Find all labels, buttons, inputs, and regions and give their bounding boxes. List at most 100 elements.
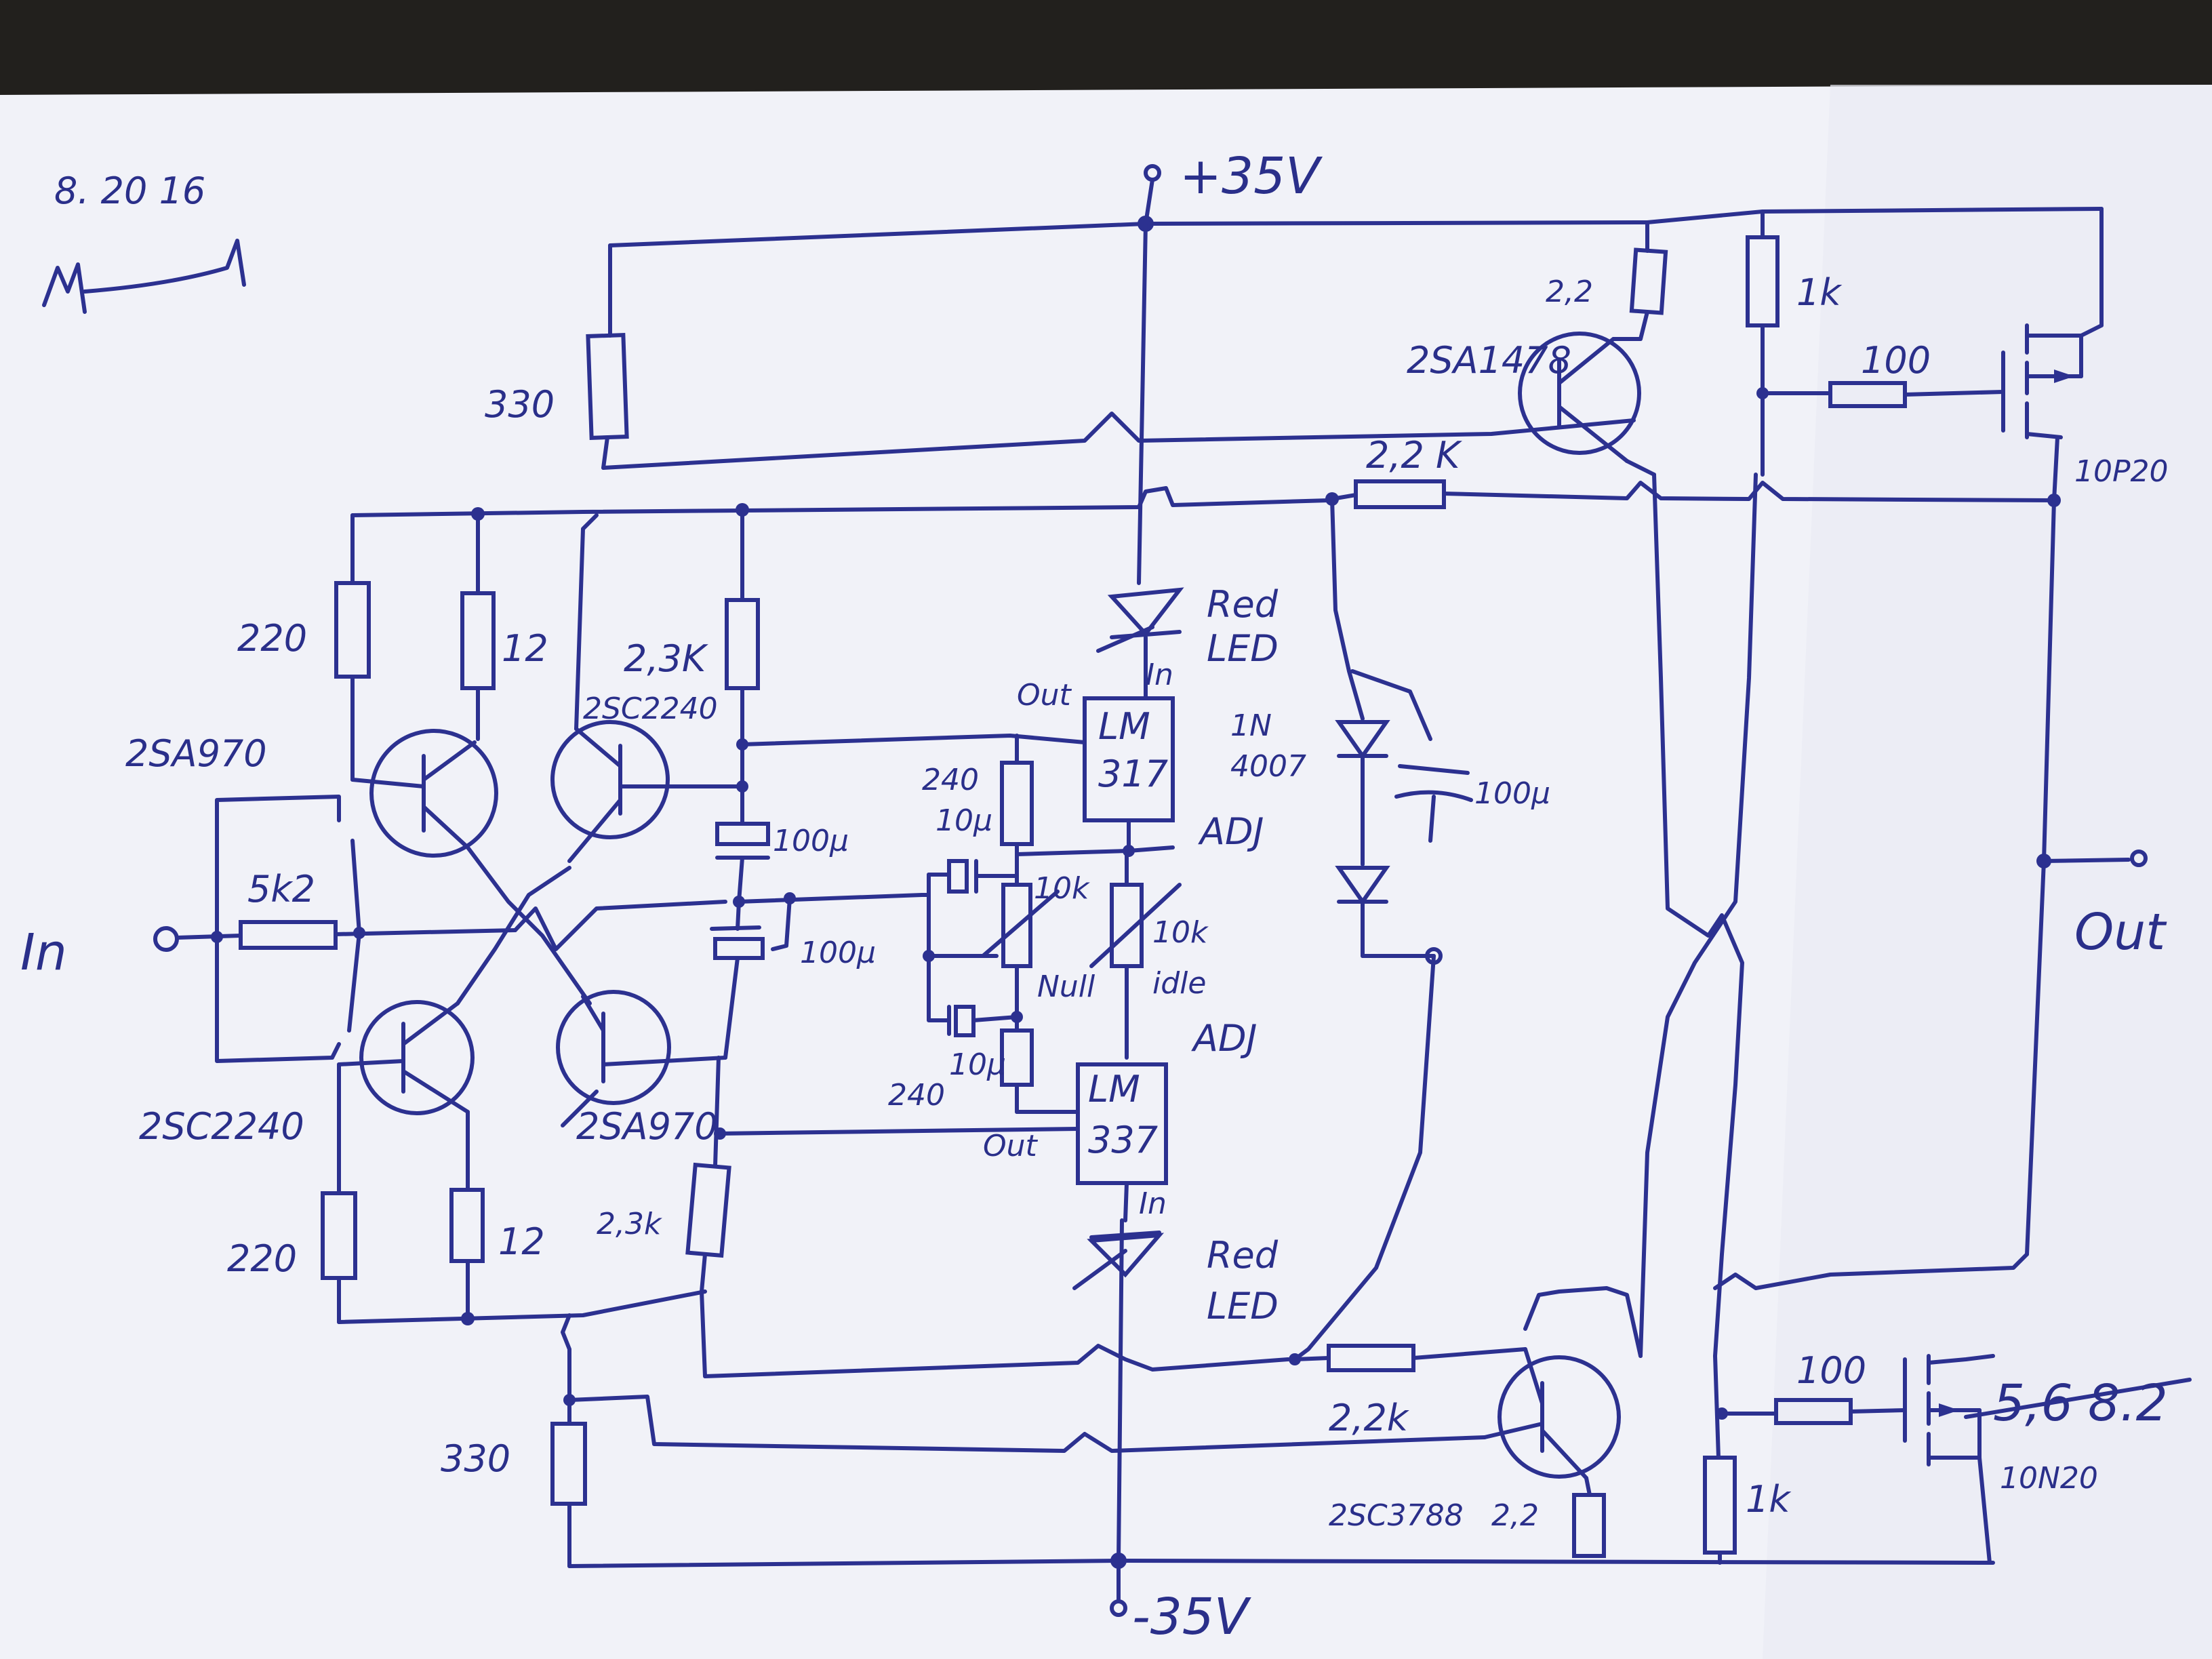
label-100u-b: 100µ <box>800 936 876 970</box>
capacitor-100u-c <box>1350 669 1473 843</box>
diode-string <box>1293 497 1443 1361</box>
capacitor-100u-a <box>715 822 770 904</box>
resistor-240-bottom <box>1000 1015 1080 1114</box>
label-2k3-bottom: 2,3k <box>597 1207 662 1241</box>
transistor-2sa1478 <box>1518 310 1656 477</box>
negative-rail-label: -35V <box>1132 1588 1251 1646</box>
capacitor-10u-a <box>927 859 1019 894</box>
resistor-1k-top <box>1746 209 1832 477</box>
strike-through-line <box>1964 1378 2192 1419</box>
label-null: Null <box>1037 970 1095 1004</box>
potentiometer-idle <box>1089 849 1182 1060</box>
label-2sc2240-top: 2SC2240 <box>583 692 718 726</box>
label-lm337-out: Out <box>983 1129 1039 1163</box>
labels: 8. 20 16 +35V -35V In Out 330 330 220 22… <box>20 147 2192 1646</box>
resistor-12-bottom <box>449 1110 485 1321</box>
label-220-top: 220 <box>237 617 307 660</box>
label-led-bottom-2: LED <box>1207 1285 1279 1327</box>
label-2sc2240-bottom: 2SC2240 <box>139 1105 304 1148</box>
resistor-2-2-top <box>1629 220 1668 315</box>
label-12-bottom: 12 <box>498 1220 545 1263</box>
label-10k-null: 10k <box>1034 871 1090 906</box>
label-100u-a: 100µ <box>773 824 849 858</box>
resistor-330-bottom <box>550 1313 1487 1568</box>
label-adj-bottom: ADJ <box>1191 1017 1257 1060</box>
resistor-2k2-top <box>1330 479 1446 509</box>
label-10u-b: 10µ <box>949 1047 1006 1082</box>
input-label: In <box>20 923 67 982</box>
label-330-bottom: 330 <box>441 1437 510 1480</box>
label-2k3-top: 2,3K <box>624 637 708 680</box>
label-lm317-line1: LM <box>1098 705 1150 748</box>
label-2-2-top: 2,2 <box>1546 275 1593 309</box>
label-lm337-line2: 337 <box>1088 1119 1158 1161</box>
label-led-bottom-1: Red <box>1207 1234 1279 1277</box>
label-lm337-in: In <box>1139 1186 1167 1221</box>
capacitor-10u-b <box>947 1005 1023 1037</box>
label-2sa970-bottom: 2SA970 <box>576 1105 718 1148</box>
resistor-2k2-bottom <box>1293 1344 1527 1372</box>
resistor-100-top <box>1828 381 2005 408</box>
transistor-2sa970-bottom <box>556 990 727 1127</box>
resistor-100-bottom <box>1774 1398 1907 1425</box>
positive-rail-label: +35V <box>1180 147 1323 205</box>
label-2-2-bottom: 2,2 <box>1491 1498 1539 1533</box>
label-220-bottom: 220 <box>227 1237 297 1280</box>
output-node <box>1523 498 2148 1358</box>
label-lm317-in: In <box>1146 658 1173 692</box>
date-label: 8. 20 16 <box>54 169 205 212</box>
transistor-2sc2240-bottom <box>337 1000 475 1115</box>
resistor-2-2-bottom <box>1572 1476 1606 1558</box>
potentiometer-null <box>981 883 1060 1019</box>
label-correction-struck: 5,6 <box>1993 1374 2073 1433</box>
label-1k-bottom: 1k <box>1746 1478 1792 1521</box>
label-idle: idle <box>1152 966 1206 1001</box>
transistor-2sc2240-top <box>550 513 741 863</box>
label-correction-value: 8.2 <box>2088 1374 2168 1433</box>
label-2k2-bottom: 2,2k <box>1329 1397 1410 1439</box>
label-2sa1478: 2SA1478 <box>1407 339 1571 382</box>
label-100u-c: 100µ <box>1474 776 1550 811</box>
label-lm317-out: Out <box>1017 678 1072 713</box>
resistor-1k-bottom <box>1703 1354 1778 1565</box>
label-100-top: 100 <box>1861 339 1931 382</box>
label-2k2-top: 2,2 K <box>1366 434 1462 477</box>
label-10u-a: 10µ <box>936 803 992 838</box>
label-10n20: 10N20 <box>2000 1461 2098 1496</box>
mosfet-10p20 <box>2001 207 2104 502</box>
regulator-lm337 <box>1076 1062 1168 1222</box>
label-240-bottom: 240 <box>888 1078 945 1113</box>
label-lm317-line2: 317 <box>1098 753 1168 795</box>
transistor-2sc3788 <box>1483 1347 1621 1480</box>
label-2sa970-top: 2SA970 <box>125 732 267 775</box>
capacitor-100u-b <box>710 896 792 1060</box>
mosfet-10n20 <box>1903 1354 1995 1565</box>
label-2sc3788: 2SC3788 <box>1329 1498 1464 1533</box>
label-330-top: 330 <box>485 383 555 426</box>
signature-mark <box>42 239 246 314</box>
led-top <box>1096 587 1184 700</box>
led-bottom <box>1072 1231 1165 1290</box>
output-label: Out <box>2074 903 2167 961</box>
label-adj-top: ADJ <box>1198 810 1264 853</box>
resistor-220-top <box>334 513 371 782</box>
label-led-top-2: LED <box>1207 627 1279 670</box>
label-10p20: 10P20 <box>2074 454 2169 489</box>
label-1k-top: 1k <box>1796 271 1843 314</box>
input-terminal <box>153 795 517 1063</box>
resistor-12-top <box>460 512 496 741</box>
label-5k2: 5k2 <box>247 868 315 911</box>
label-10k-idle: 10k <box>1152 915 1209 950</box>
resistor-2k3-top <box>725 508 1087 826</box>
label-led-top-1: Red <box>1207 583 1279 626</box>
label-diode-1: 1N <box>1230 708 1272 743</box>
resistor-220-bottom <box>321 1062 357 1324</box>
label-100-bottom: 100 <box>1796 1349 1866 1392</box>
resistor-330-top <box>586 333 1636 470</box>
transistor-2sa970-top <box>350 729 498 858</box>
label-12-top: 12 <box>502 627 548 670</box>
label-diode-2: 4007 <box>1230 749 1306 784</box>
label-240-top: 240 <box>922 763 979 797</box>
label-lm337-line1: LM <box>1088 1068 1140 1111</box>
